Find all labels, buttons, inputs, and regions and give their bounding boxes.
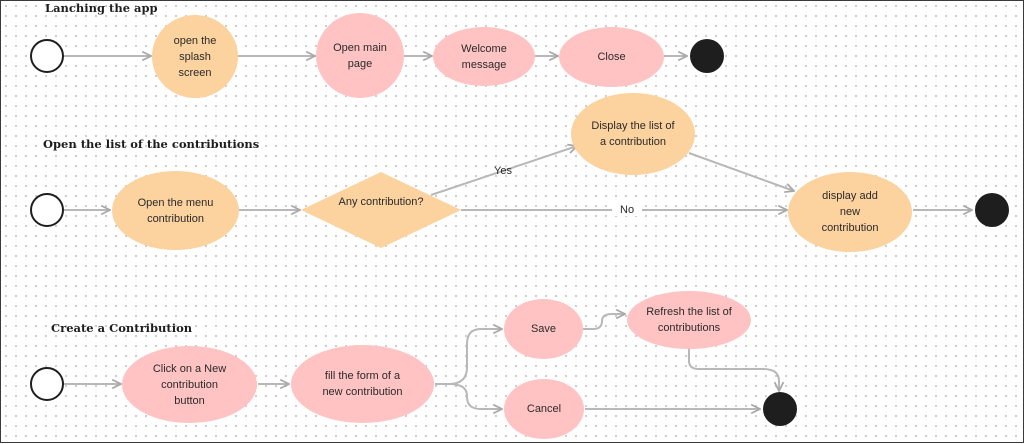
start-node-list — [30, 193, 64, 227]
start-node-launching — [30, 39, 64, 73]
edge-displaylist-displayadd — [688, 152, 794, 191]
edge-refresh-end3 — [688, 348, 779, 391]
edge-save-refresh — [583, 314, 625, 330]
section-title-launching: Lanching the app — [45, 1, 158, 15]
edge-decision-yes — [430, 146, 577, 196]
section-title-create: Create a Contribution — [51, 321, 193, 335]
node-splash: open the splash screen — [152, 15, 238, 98]
edge-fillform-save — [435, 329, 502, 385]
edge-label-yes: Yes — [494, 165, 512, 177]
end-node-launching — [690, 39, 724, 73]
end-node-list — [975, 193, 1009, 227]
node-open-main: Open main page — [316, 13, 404, 98]
node-welcome: Welcome message — [433, 27, 535, 86]
node-any-contribution-label: Any contribution? — [338, 196, 424, 208]
start-node-create — [30, 367, 64, 401]
node-fill-form: fill the form of a new contribution — [291, 345, 434, 423]
node-save: Save — [504, 299, 583, 359]
node-display-list: Display the list of a contribution — [571, 93, 695, 175]
decision-diamond — [301, 172, 461, 248]
edge-fillform-cancel — [448, 383, 502, 409]
node-cancel: Cancel — [504, 379, 584, 439]
node-display-add: display add new contribution — [788, 172, 912, 252]
node-close: Close — [559, 27, 664, 87]
node-click-new: Click on a New contribution button — [122, 346, 257, 423]
node-refresh: Refresh the list of contributions — [627, 291, 751, 349]
section-title-list: Open the list of the contributions — [43, 137, 260, 151]
edge-label-no: No — [612, 204, 643, 216]
node-open-menu: Open the menu contribution — [112, 171, 239, 250]
end-node-create — [763, 392, 797, 426]
